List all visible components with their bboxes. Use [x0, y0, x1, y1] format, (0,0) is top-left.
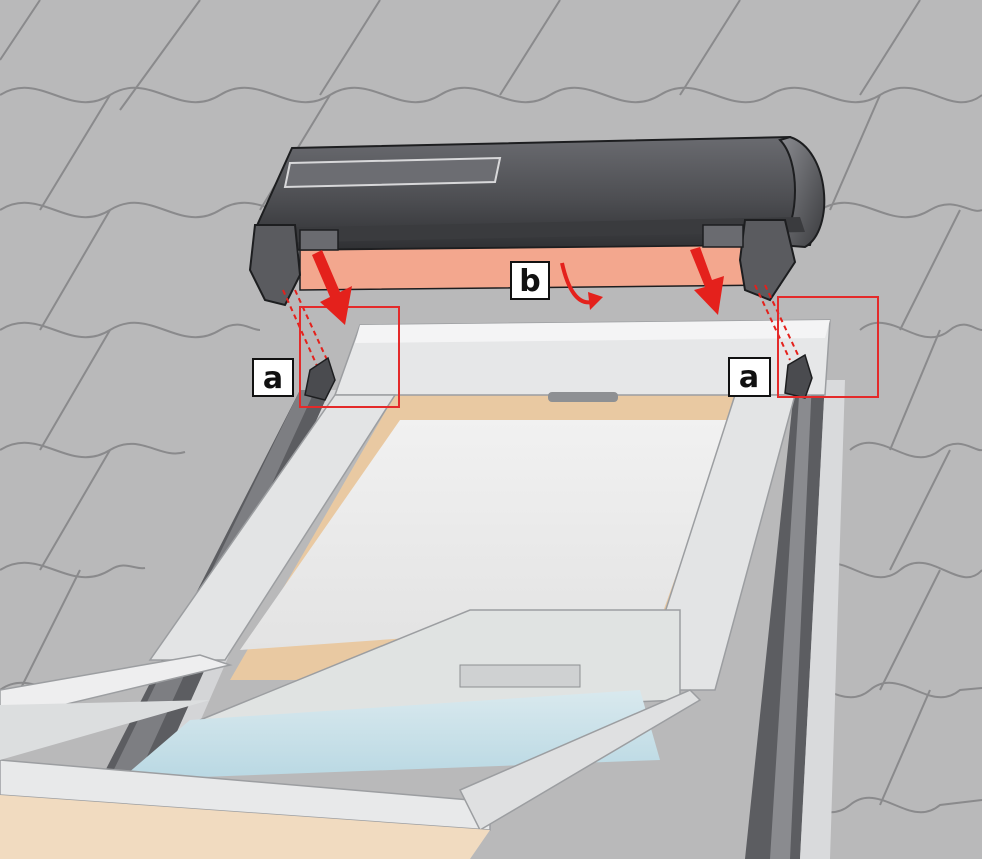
callout-a-left: a — [252, 358, 294, 397]
window-sash — [148, 319, 831, 691]
callout-a-left-text: a — [263, 361, 283, 396]
callout-a-right-text: a — [739, 360, 759, 395]
callout-a-right: a — [728, 357, 771, 397]
awning-cassette — [248, 135, 826, 307]
highlight-box-right — [777, 296, 879, 398]
curved-arrow-b-icon — [560, 262, 603, 310]
callout-b-text: b — [519, 264, 540, 299]
callout-b: b — [510, 261, 550, 300]
lower-sash-glass — [0, 609, 702, 859]
down-arrow-right-icon — [690, 247, 724, 315]
down-arrow-left-icon — [312, 250, 352, 325]
guide-lines — [282, 284, 799, 369]
highlight-box-left — [299, 306, 400, 408]
side-clips — [304, 353, 813, 401]
